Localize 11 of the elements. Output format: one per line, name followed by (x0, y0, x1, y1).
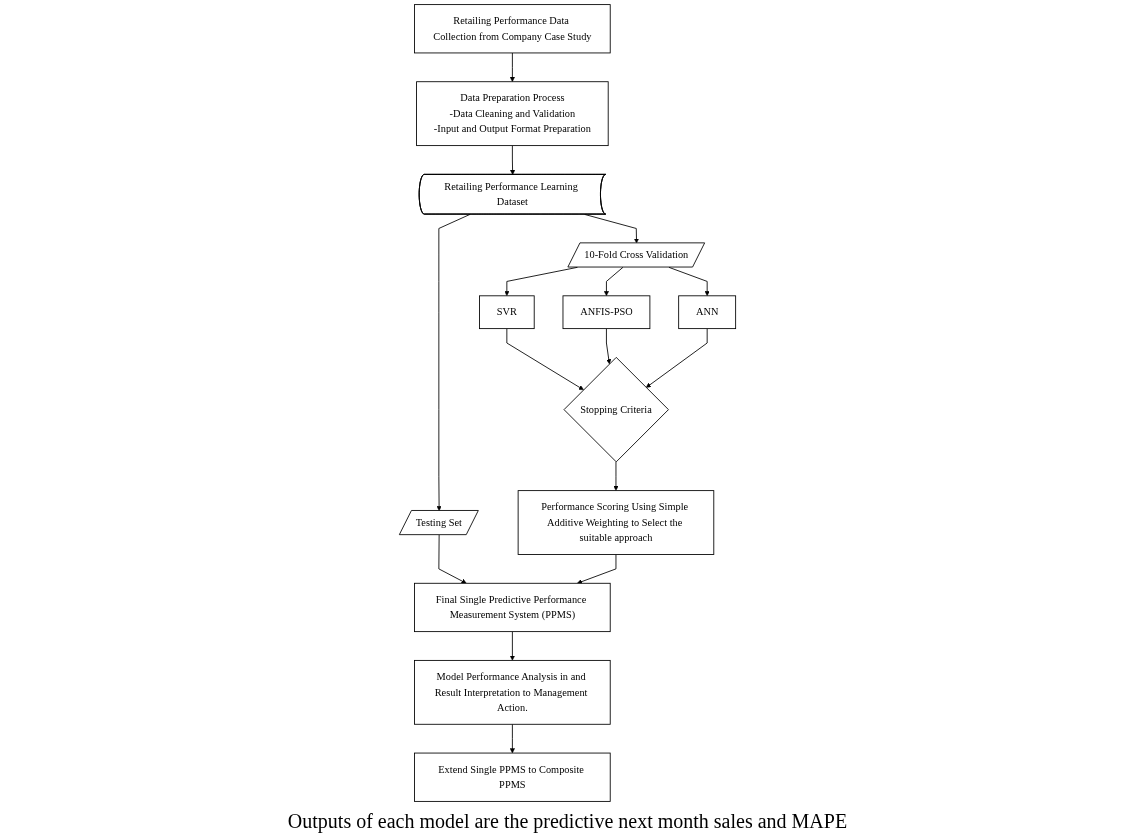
node-box: Model Performance Analysis in and Result Interpretation to Management Action. (414, 659, 611, 725)
node-diamond: Stopping Criteria (563, 356, 669, 463)
node-box: Retailing Performance Data Collection from Company Case Study (414, 4, 611, 54)
node-box: Final Single Predictive Performance Measurement System (PPMS) (414, 582, 611, 633)
node-box: Performance Scoring Using Simple Additive Weighting to Select the suitable approach (517, 490, 715, 555)
node-box: Extend Single PPMS to Composite PPMS (414, 752, 611, 802)
node-box: ANN (678, 295, 737, 330)
node-box: ANFIS-PSO (562, 295, 651, 330)
node-box: Data Preparation Process -Data Cleaning and Validation -Input and Output Format Preparation (416, 81, 609, 147)
node-box: SVR (479, 295, 535, 330)
note-text: Outputs of each model are the predictive next month sales and MAPE (287, 810, 848, 833)
